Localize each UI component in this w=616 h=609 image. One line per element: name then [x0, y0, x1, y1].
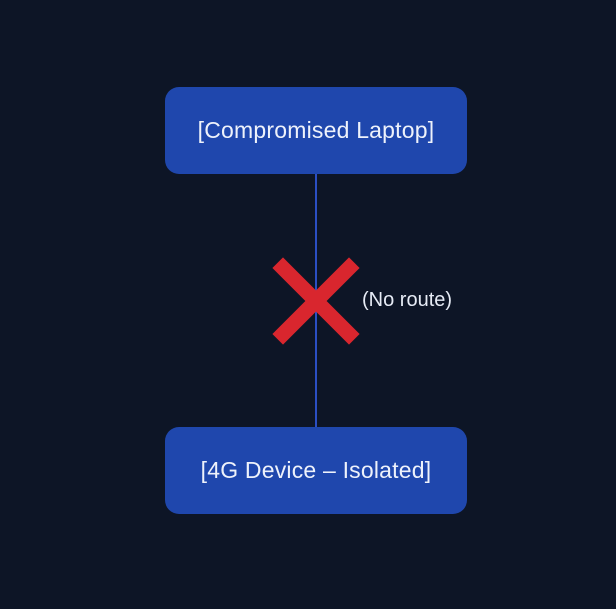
node-label: [4G Device – Isolated] — [200, 457, 432, 483]
node-4g-device: [4G Device – Isolated] — [165, 427, 467, 514]
no-route-label: (No route) — [362, 289, 453, 311]
blocked-x-icon — [272, 257, 360, 345]
node-label: [Compromised Laptop] — [197, 117, 435, 143]
node-compromised-laptop: [Compromised Laptop] — [165, 87, 467, 174]
